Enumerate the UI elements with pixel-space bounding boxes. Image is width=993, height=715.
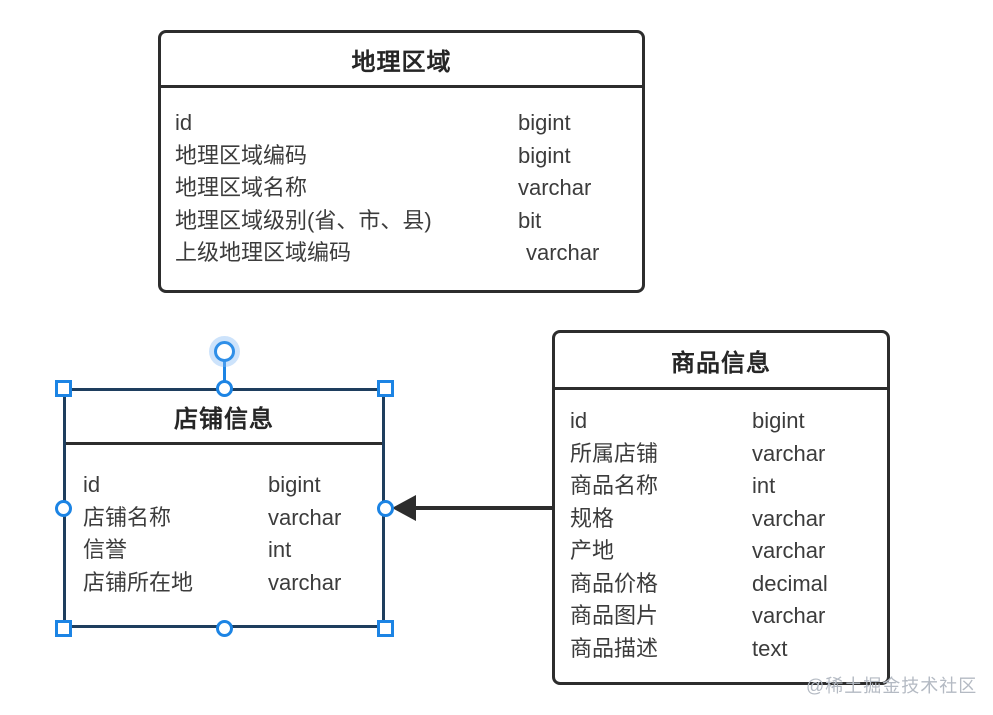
resize-handle-top-right[interactable] <box>376 379 394 397</box>
table-body-shop: id bigint 店铺名称 varchar 信誉 int 店铺所在地 varc… <box>66 445 382 599</box>
resize-handle-top-left[interactable] <box>54 379 72 397</box>
field-row: 地理区域名称 varchar <box>175 172 642 205</box>
field-type-label: bigint <box>752 408 805 433</box>
connection-point-bottom[interactable] <box>215 619 233 637</box>
field-row: 店铺所在地 varchar <box>83 567 382 600</box>
field-type-label: varchar <box>268 569 342 595</box>
field-row: id bigint <box>175 107 642 140</box>
relationship-connector-line[interactable] <box>413 506 552 510</box>
field-name-label: 地理区域级别(省、市、县) <box>175 207 432 233</box>
field-row: 商品价格 decimal <box>570 568 887 601</box>
table-body-product: id bigint 所属店铺 varchar 商品名称 int 规格 varch… <box>555 390 887 665</box>
field-type-label: varchar <box>752 505 826 531</box>
field-name-label: 信誉 <box>83 537 128 562</box>
field-row: 所属店铺 varchar <box>570 438 887 471</box>
table-body-region: id bigint 地理区域编码 bigint 地理区域名称 varchar 地… <box>161 88 642 270</box>
field-type-label: bit <box>518 207 542 233</box>
field-name-label: 商品图片 <box>570 603 659 628</box>
rotate-handle-stem <box>222 352 226 388</box>
field-name-label: 店铺所在地 <box>83 569 194 595</box>
field-row: 商品名称 int <box>570 470 887 503</box>
entity-table-product[interactable]: 商品信息 id bigint 所属店铺 varchar 商品名称 int 规格 … <box>552 330 890 685</box>
field-name-label: 地理区域名称 <box>175 175 308 200</box>
field-name-label: 规格 <box>570 505 615 531</box>
watermark-text: @稀土掘金技术社区 <box>806 676 978 696</box>
field-row: 店铺名称 varchar <box>83 502 382 535</box>
field-type-label: varchar <box>752 603 826 628</box>
connection-point-top[interactable] <box>215 379 233 397</box>
field-row: 地理区域编码 bigint <box>175 140 642 173</box>
field-name-label: id <box>83 472 101 497</box>
field-type-label: varchar <box>268 504 342 530</box>
field-type-label: varchar <box>752 440 826 466</box>
field-row: 上级地理区域编码 varchar <box>175 237 642 270</box>
rotate-handle[interactable] <box>213 340 235 362</box>
field-type-label: varchar <box>518 175 592 200</box>
connection-point-right[interactable] <box>376 499 394 517</box>
arrowhead-left-icon <box>392 495 416 521</box>
table-title-region: 地理区域 <box>161 33 642 88</box>
field-type-label: decimal <box>752 570 828 596</box>
field-row: 产地 varchar <box>570 535 887 568</box>
field-type-label: int <box>268 537 292 562</box>
field-type-label: bigint <box>268 472 321 497</box>
field-row: id bigint <box>570 405 887 438</box>
resize-handle-bottom-right[interactable] <box>376 619 394 637</box>
field-type-label: varchar <box>526 240 600 265</box>
field-row: id bigint <box>83 469 382 502</box>
field-name-label: 商品描述 <box>570 635 659 661</box>
field-name-label: 所属店铺 <box>570 440 659 466</box>
field-name-label: 产地 <box>570 538 615 563</box>
field-row: 商品图片 varchar <box>570 600 887 633</box>
entity-table-region[interactable]: 地理区域 id bigint 地理区域编码 bigint 地理区域名称 varc… <box>158 30 645 293</box>
field-name-label: id <box>175 110 193 135</box>
field-type-label: varchar <box>752 538 826 563</box>
field-name-label: 店铺名称 <box>83 504 172 530</box>
resize-handle-bottom-left[interactable] <box>54 619 72 637</box>
field-name-label: id <box>570 408 588 433</box>
table-title-product: 商品信息 <box>555 333 887 390</box>
field-type-label: bigint <box>518 142 571 168</box>
field-row: 规格 varchar <box>570 503 887 536</box>
field-type-label: int <box>752 473 776 498</box>
field-name-label: 地理区域编码 <box>175 142 308 168</box>
field-row: 地理区域级别(省、市、县) bit <box>175 205 642 238</box>
entity-table-shop[interactable]: 店铺信息 id bigint 店铺名称 varchar 信誉 int 店铺所在地… <box>63 388 385 628</box>
field-name-label: 商品价格 <box>570 570 659 596</box>
field-name-label: 商品名称 <box>570 473 659 498</box>
field-type-label: text <box>752 635 788 661</box>
field-name-label: 上级地理区域编码 <box>175 240 352 265</box>
connection-point-left[interactable] <box>54 499 72 517</box>
field-type-label: bigint <box>518 110 571 135</box>
field-row: 信誉 int <box>83 534 382 567</box>
table-title-shop: 店铺信息 <box>66 391 382 445</box>
field-row: 商品描述 text <box>570 633 887 666</box>
